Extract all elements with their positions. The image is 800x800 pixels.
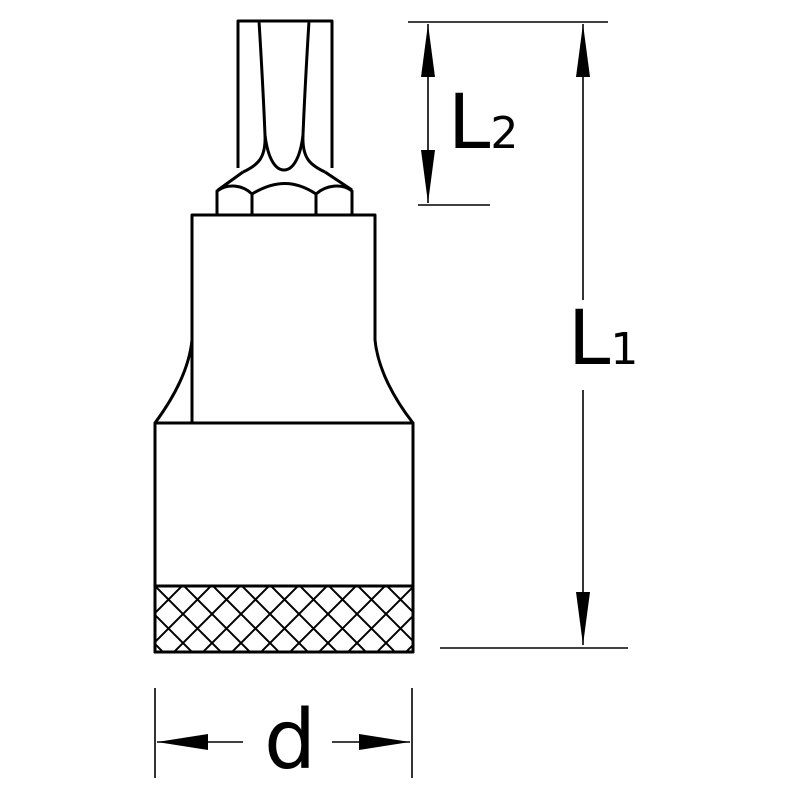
arrow-down-icon [421, 150, 435, 203]
knurled-band [153, 584, 415, 654]
l2-index: 2 [490, 108, 519, 159]
arrow-right-icon [359, 734, 410, 750]
dimension-arrows [157, 24, 590, 750]
arrow-left-icon [157, 734, 208, 750]
l1-letter: L [568, 293, 611, 382]
socket-neck [153, 213, 415, 424]
l2-letter: L [448, 77, 491, 166]
l1-index: 1 [610, 324, 639, 375]
arrow-up-icon [576, 24, 590, 77]
hex-collar [215, 182, 354, 215]
dimension-label-l1: L1 [568, 300, 639, 376]
dimension-label-d: d [264, 693, 317, 788]
arrow-up-icon [421, 24, 435, 77]
dimension-lines [154, 21, 628, 778]
torx-bit [217, 19, 353, 192]
dimension-label-l2: L2 [448, 84, 518, 160]
arrow-down-icon [576, 592, 590, 645]
